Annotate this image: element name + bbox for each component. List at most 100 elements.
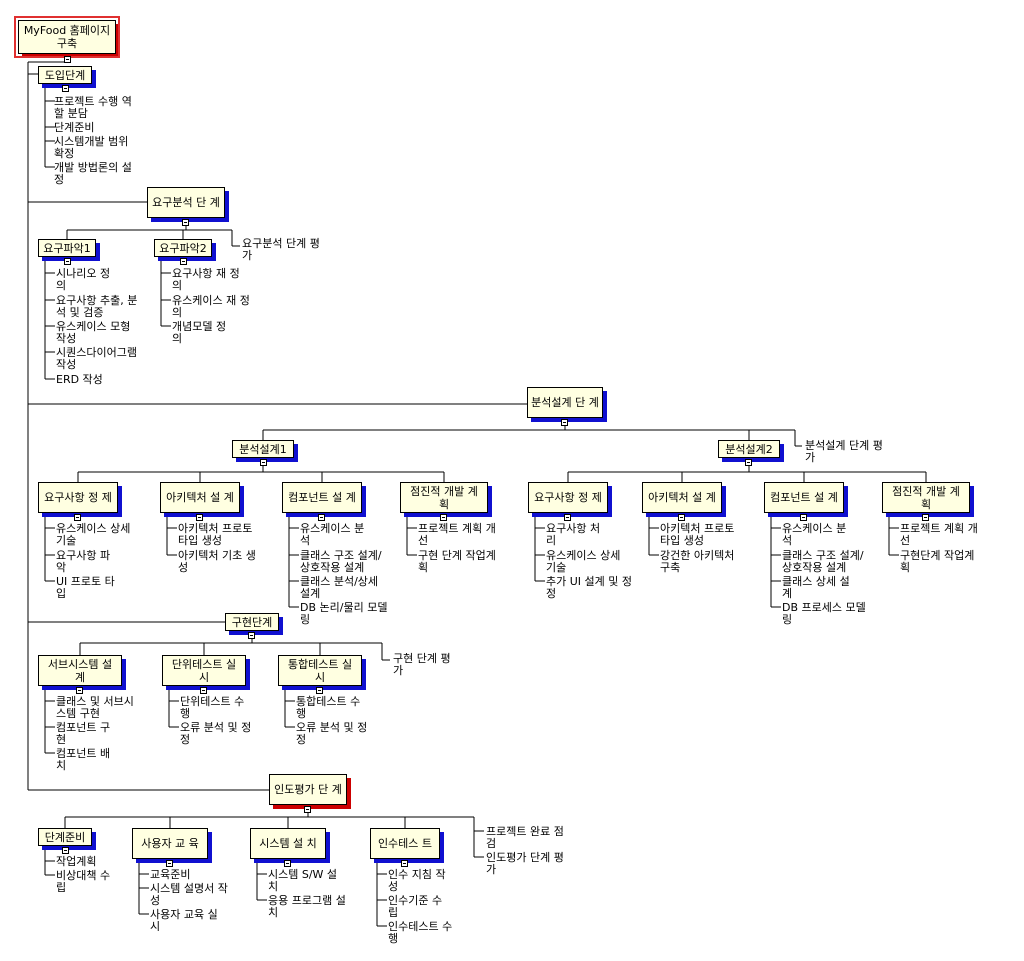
list-item[interactable]: 통합테스트 수 행	[296, 695, 361, 720]
list-item[interactable]: 인수 지침 작 성	[388, 868, 446, 893]
list-item[interactable]: 작업계획	[56, 855, 97, 868]
list-item[interactable]: 아키텍처 프로토 타입 생성	[178, 522, 253, 547]
collapse-toggle[interactable]	[401, 860, 408, 867]
d1-group-1[interactable]: 아키텍처 설 계	[160, 482, 240, 513]
design-eval[interactable]: 분석설계 단계 평 가	[805, 439, 883, 464]
list-item[interactable]: 유스케이스 모형 작성	[56, 320, 131, 345]
list-item[interactable]: 시스템 S/W 설 치	[268, 868, 338, 893]
list-item[interactable]: 개발 방법론의 설 정	[54, 161, 132, 186]
impl-eval[interactable]: 구현 단계 평 가	[393, 652, 451, 677]
collapse-toggle[interactable]	[200, 687, 207, 694]
list-item[interactable]: DB 프로세스 모델 링	[782, 601, 866, 626]
list-item[interactable]: 요구사항 처 리	[546, 522, 601, 547]
deploy-group-2[interactable]: 시스템 설 치	[250, 828, 326, 859]
collapse-toggle[interactable]	[800, 514, 807, 521]
list-item[interactable]: 클래스 구조 설계/ 상호작용 설계	[782, 549, 864, 574]
list-item[interactable]: 컴포넌트 구 현	[56, 721, 111, 746]
list-item[interactable]: 유스케이스 재 정 의	[172, 294, 250, 319]
deploy-group-1[interactable]: 사용자 교 육	[132, 828, 208, 859]
list-item[interactable]: 시스템개발 범위 확정	[54, 135, 129, 160]
collapse-toggle[interactable]	[74, 514, 81, 521]
collapse-toggle[interactable]	[745, 459, 752, 466]
list-item[interactable]: 아키텍처 기초 생 성	[178, 549, 256, 574]
req-group-1[interactable]: 요구파악1	[38, 239, 96, 257]
design-2[interactable]: 분석설계2	[718, 440, 780, 458]
list-item[interactable]: 클래스 상세 설 계	[782, 575, 850, 600]
list-item[interactable]: 프로젝트 계획 개 선	[900, 522, 978, 547]
collapse-toggle[interactable]	[564, 514, 571, 521]
list-item[interactable]: 유스케이스 상세 기술	[546, 549, 621, 574]
list-item[interactable]: 시스템 설명서 작 성	[150, 882, 228, 907]
root-node[interactable]: MyFood 홈페이지 구축	[14, 16, 120, 58]
impl-group-2[interactable]: 통합테스트 실 시	[278, 655, 362, 686]
collapse-toggle[interactable]	[316, 687, 323, 694]
list-item[interactable]: 강건한 아키텍처 구축	[660, 549, 735, 574]
collapse-toggle[interactable]	[64, 258, 71, 265]
list-item[interactable]: 오류 분석 및 정 정	[180, 721, 252, 746]
collapse-toggle[interactable]	[260, 459, 267, 466]
list-item[interactable]: 구현 단계 작업계 획	[418, 549, 496, 574]
collapse-toggle[interactable]	[304, 806, 311, 813]
phase-requirements[interactable]: 요구분석 단 계	[147, 187, 225, 218]
list-item[interactable]: ERD 작성	[56, 373, 103, 386]
d1-group-3[interactable]: 점진적 개발 계 획	[400, 482, 488, 513]
collapse-toggle[interactable]	[182, 219, 189, 226]
collapse-toggle[interactable]	[440, 514, 447, 521]
d2-group-3[interactable]: 점진적 개발 계 획	[882, 482, 970, 513]
list-item[interactable]: 클래스 및 서브시 스템 구현	[56, 695, 134, 720]
list-item[interactable]: 사용자 교육 실 시	[150, 908, 218, 933]
list-item[interactable]: 추가 UI 설계 및 정 정	[546, 575, 633, 600]
list-item[interactable]: UI 프로토 타 입	[56, 575, 115, 600]
list-item[interactable]: 유스케이스 상세 기술	[56, 522, 131, 547]
list-item[interactable]: 클래스 구조 설계/ 상호작용 설계	[300, 549, 382, 574]
list-item[interactable]: 프로젝트 수행 역 할 분담	[54, 95, 132, 120]
d1-group-0[interactable]: 요구사항 정 제	[38, 482, 118, 513]
d2-group-0[interactable]: 요구사항 정 제	[528, 482, 608, 513]
list-item[interactable]: 클래스 분석/상세 설계	[300, 575, 379, 600]
list-item[interactable]: 단위테스트 수 행	[180, 695, 245, 720]
list-item[interactable]: 아키텍처 프로토 타입 생성	[660, 522, 735, 547]
deploy-group-0[interactable]: 단계준비	[38, 828, 92, 846]
list-item[interactable]: DB 논리/물리 모델 링	[300, 601, 388, 626]
impl-group-1[interactable]: 단위테스트 실 시	[162, 655, 246, 686]
d1-group-2[interactable]: 컴포넌트 설 계	[282, 482, 362, 513]
phase-design[interactable]: 분석설계 단 계	[527, 387, 603, 418]
list-item[interactable]: 유스케이스 분 석	[300, 522, 365, 547]
phase-intro[interactable]: 도입단계	[38, 66, 92, 84]
list-item[interactable]: 요구사항 추출, 분 석 및 검증	[56, 294, 138, 319]
design-1[interactable]: 분석설계1	[232, 440, 294, 458]
collapse-toggle[interactable]	[62, 85, 69, 92]
d2-group-1[interactable]: 아키텍처 설 계	[642, 482, 722, 513]
list-item[interactable]: 비상대책 수 립	[56, 869, 111, 894]
list-item[interactable]: 시퀀스다이어그램 작성	[56, 346, 137, 371]
list-item[interactable]: 응용 프로그램 설 치	[268, 894, 346, 919]
collapse-toggle[interactable]	[196, 514, 203, 521]
collapse-toggle[interactable]	[180, 258, 187, 265]
deploy-extra[interactable]: 인도평가 단계 평 가	[486, 851, 564, 876]
list-item[interactable]: 요구사항 파 악	[56, 549, 111, 574]
collapse-toggle[interactable]	[922, 514, 929, 521]
list-item[interactable]: 교육준비	[150, 868, 191, 881]
list-item[interactable]: 인수기준 수 립	[388, 894, 443, 919]
list-item[interactable]: 개념모델 정 의	[172, 320, 227, 345]
req-eval[interactable]: 요구분석 단계 평 가	[242, 237, 320, 262]
list-item[interactable]: 컴포넌트 배 치	[56, 747, 111, 772]
deploy-extra[interactable]: 프로젝트 완료 점 검	[486, 825, 564, 850]
list-item[interactable]: 단계준비	[54, 121, 95, 134]
collapse-toggle[interactable]	[248, 632, 255, 639]
impl-group-0[interactable]: 서브시스템 설 계	[38, 655, 122, 686]
list-item[interactable]: 구현단계 작업계 획	[900, 549, 975, 574]
req-group-2[interactable]: 요구파악2	[154, 239, 212, 257]
collapse-toggle[interactable]	[561, 419, 568, 426]
collapse-toggle[interactable]	[64, 56, 71, 63]
deploy-group-3[interactable]: 인수테스 트	[370, 828, 440, 859]
list-item[interactable]: 오류 분석 및 정 정	[296, 721, 368, 746]
list-item[interactable]: 인수테스트 수 행	[388, 920, 453, 945]
collapse-toggle[interactable]	[62, 847, 69, 854]
d2-group-2[interactable]: 컴포넌트 설 계	[764, 482, 844, 513]
phase-implementation[interactable]: 구현단계	[225, 613, 279, 631]
list-item[interactable]: 프로젝트 계획 개 선	[418, 522, 496, 547]
list-item[interactable]: 유스케이스 분 석	[782, 522, 847, 547]
collapse-toggle[interactable]	[284, 860, 291, 867]
collapse-toggle[interactable]	[318, 514, 325, 521]
